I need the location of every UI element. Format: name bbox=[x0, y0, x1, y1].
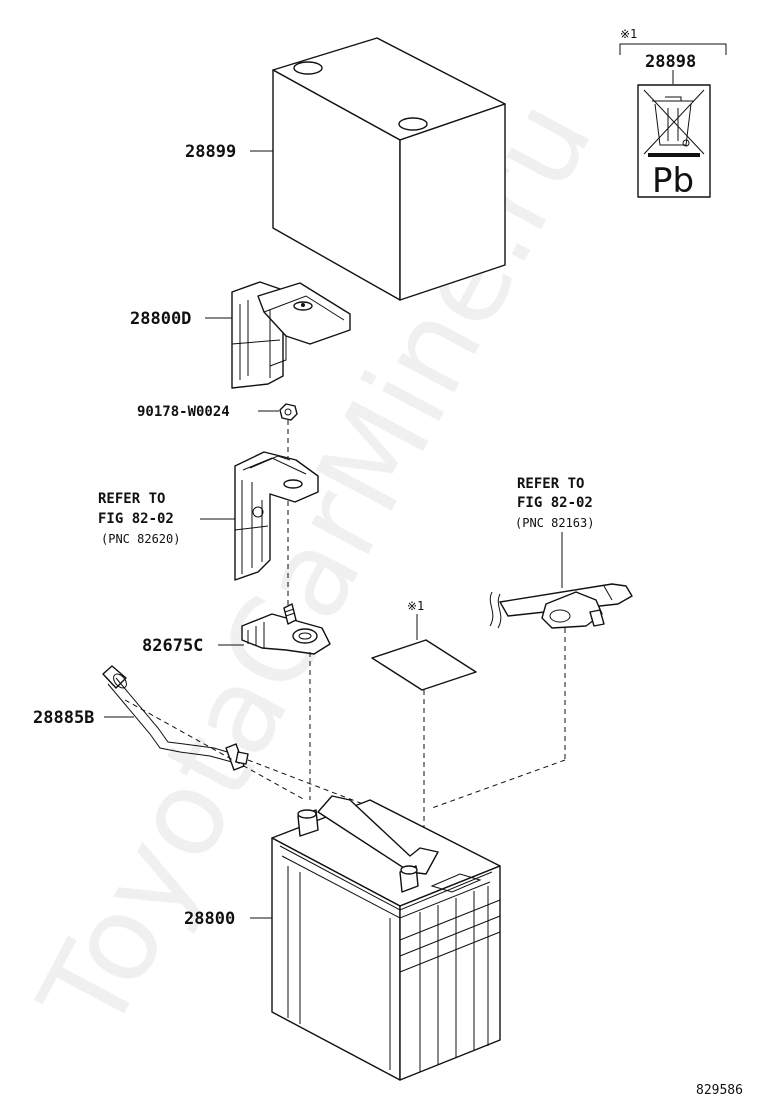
recycle-label-icon bbox=[637, 84, 711, 198]
label-28800d: 28800D bbox=[130, 309, 191, 329]
battery-terminal-82675c bbox=[241, 603, 331, 655]
battery-cover-28899 bbox=[272, 37, 506, 301]
label-82675c: 82675C bbox=[142, 636, 203, 656]
label-28898: 28898 bbox=[645, 52, 696, 72]
label-90178: 90178-W0024 bbox=[137, 404, 230, 420]
caution-label-sheet bbox=[371, 639, 477, 691]
label-28800: 28800 bbox=[184, 909, 235, 929]
battery-28800 bbox=[271, 795, 501, 1081]
label-bracket-28898: ※1 bbox=[619, 27, 727, 84]
label-28899: 28899 bbox=[185, 142, 236, 162]
refer-right-line1: REFER TO bbox=[517, 476, 584, 492]
refer-right-line2: FIG 82-02 bbox=[517, 495, 593, 511]
label-28885b: 28885B bbox=[33, 708, 94, 728]
diagram-id: 829586 bbox=[696, 1083, 743, 1098]
note-mark-top: ※1 bbox=[620, 27, 637, 41]
cable-terminal-part bbox=[489, 583, 633, 629]
nut-90178 bbox=[279, 403, 298, 421]
refer-left-line2: FIG 82-02 bbox=[98, 511, 174, 527]
note-mark-mid: ※1 bbox=[407, 599, 424, 613]
pb-symbol: Pb bbox=[652, 161, 694, 201]
refer-left-line1: REFER TO bbox=[98, 491, 165, 507]
refer-right-line3: (PNC 82163) bbox=[515, 516, 594, 530]
refer-left-line3: (PNC 82620) bbox=[101, 532, 180, 546]
terminal-cover-28800d bbox=[231, 281, 351, 389]
fuse-block-part bbox=[234, 451, 319, 581]
